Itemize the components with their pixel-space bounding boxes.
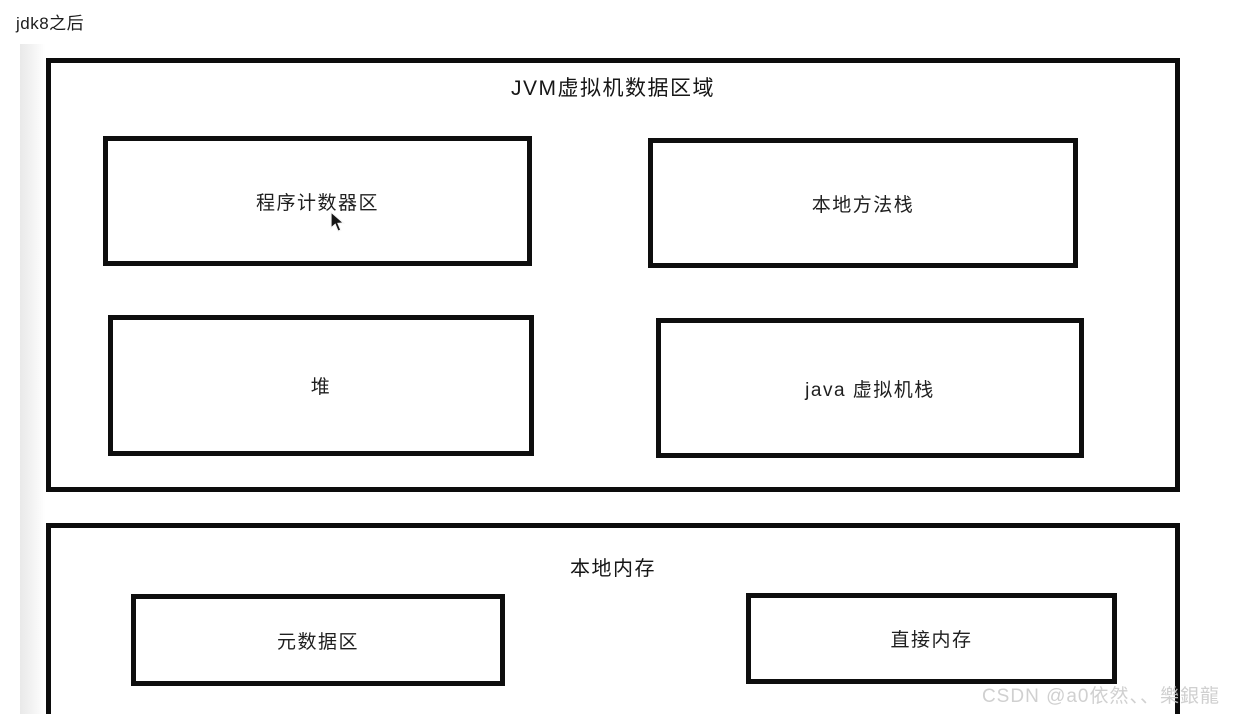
csdn-watermark: CSDN @a0依然、、樂銀龍 xyxy=(981,686,1220,707)
direct-memory-box: 直接内存 xyxy=(746,593,1117,684)
program-counter-box: 程序计数器区 xyxy=(103,136,532,266)
java-vm-stack-label: java 虚拟机栈 xyxy=(805,379,935,401)
heap-box: 堆 xyxy=(108,315,534,456)
java-vm-stack-box: java 虚拟机栈 xyxy=(656,318,1084,458)
program-counter-label: 程序计数器区 xyxy=(255,192,379,214)
left-edge-gradient xyxy=(20,44,45,714)
native-method-stack-label: 本地方法栈 xyxy=(811,194,915,216)
native-method-stack-box: 本地方法栈 xyxy=(648,138,1078,268)
page-title: jdk8之后 xyxy=(16,14,85,33)
direct-memory-label: 直接内存 xyxy=(890,630,973,651)
native-memory-title: 本地内存 xyxy=(570,558,656,580)
jvm-data-region-title: JVM虚拟机数据区域 xyxy=(511,77,715,100)
metaspace-box: 元数据区 xyxy=(131,594,505,686)
heap-label: 堆 xyxy=(310,377,332,398)
metaspace-label: 元数据区 xyxy=(276,631,359,653)
